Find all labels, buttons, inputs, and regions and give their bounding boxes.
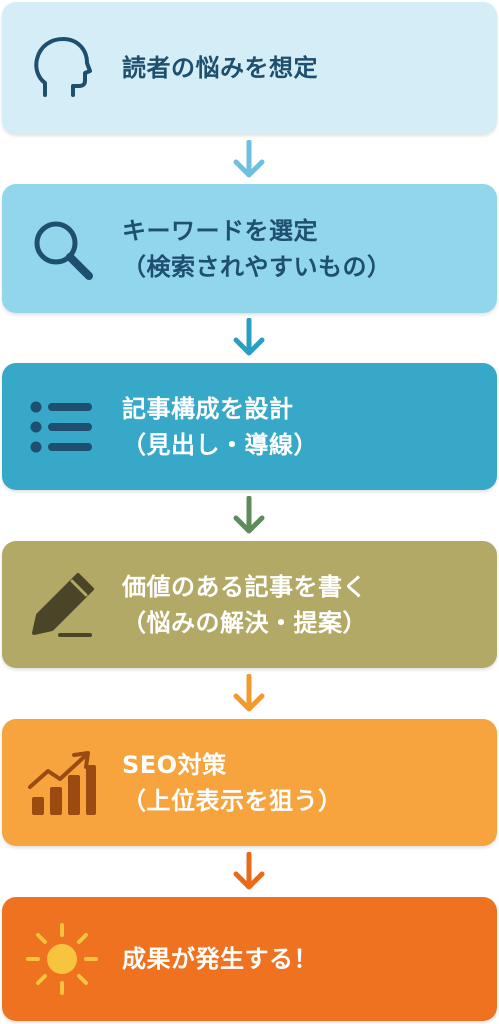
- step-2-subtitle: （検索されやすいもの）: [122, 252, 392, 281]
- step-5-box: SEO対策 （上位表示を狙う）: [2, 719, 497, 846]
- step-2-box: キーワードを選定 （検索されやすいもの）: [2, 184, 497, 313]
- down-arrow-icon: [233, 674, 265, 712]
- down-arrow-icon: [233, 852, 265, 890]
- step-1-title: 読者の悩みを想定: [122, 54, 318, 82]
- step-2-title: キーワードを選定: [122, 216, 318, 245]
- down-arrow-icon: [233, 496, 265, 534]
- step-5-subtitle: （上位表示を狙う）: [122, 786, 343, 815]
- step-3-box: 記事構成を設計 （見出し・導線）: [2, 363, 497, 490]
- step-1-box: 読者の悩みを想定: [2, 2, 497, 134]
- step-4-box: 価値のある記事を書く （悩みの解決・提案）: [2, 541, 497, 668]
- down-arrow-icon: [233, 318, 265, 356]
- step-5-title: SEO対策: [122, 750, 227, 779]
- down-arrow-icon: [233, 140, 265, 178]
- step-3-title: 記事構成を設計: [122, 394, 294, 423]
- growth-chart-icon: [2, 747, 122, 819]
- pencil-icon: [2, 569, 122, 641]
- step-3-subtitle: （見出し・導線）: [122, 430, 318, 459]
- head-icon: [2, 35, 122, 101]
- step-4-subtitle: （悩みの解決・提案）: [122, 608, 367, 637]
- sun-icon: [2, 921, 122, 997]
- list-icon: [2, 397, 122, 457]
- step-6-box: 成果が発生する！: [2, 897, 497, 1021]
- step-6-title: 成果が発生する！: [122, 945, 318, 973]
- step-4-title: 価値のある記事を書く: [122, 572, 367, 601]
- magnifier-icon: [2, 216, 122, 282]
